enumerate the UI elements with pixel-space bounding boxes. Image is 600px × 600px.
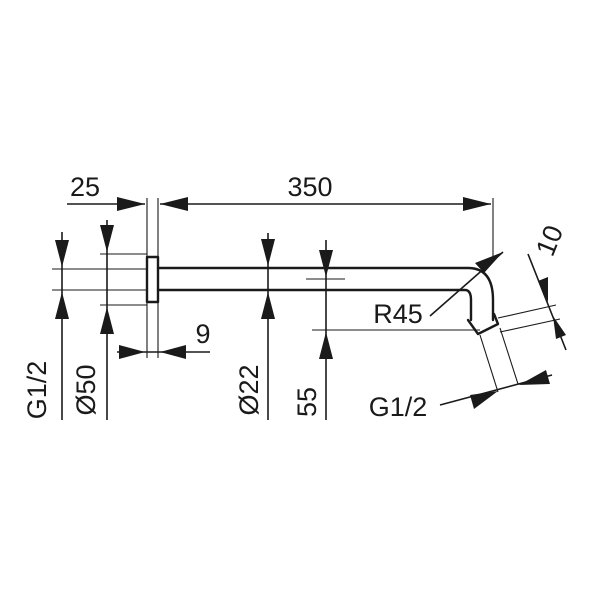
label-9: 9 (195, 319, 210, 349)
dimension-55 (319, 240, 333, 420)
dimension-g12-outlet (439, 370, 553, 409)
dimension-350 (160, 197, 491, 211)
label-g12-wall: G1/2 (22, 361, 52, 420)
dimension-d50 (100, 220, 114, 420)
wall-flange (145, 255, 160, 304)
dimension-25 (67, 197, 145, 211)
extension-lines (52, 198, 519, 393)
dimension-d22 (261, 233, 275, 420)
label-r45: R45 (373, 299, 423, 329)
arm-lower-edge (156, 288, 473, 322)
label-350: 350 (287, 172, 332, 202)
dimension-10 (497, 253, 567, 351)
arm-upper-edge (156, 266, 495, 322)
outlet-nozzle (466, 312, 500, 336)
shower-arm-outline (145, 255, 500, 336)
label-d22: Ø22 (234, 364, 264, 415)
label-d50: Ø50 (71, 364, 101, 415)
dimension-g12-wall (55, 232, 69, 420)
label-g12-outlet: G1/2 (369, 392, 428, 422)
label-25: 25 (70, 172, 100, 202)
dimension-9 (117, 345, 210, 359)
label-10: 10 (530, 221, 569, 260)
label-55: 55 (292, 387, 322, 417)
dimension-r45 (429, 251, 504, 317)
